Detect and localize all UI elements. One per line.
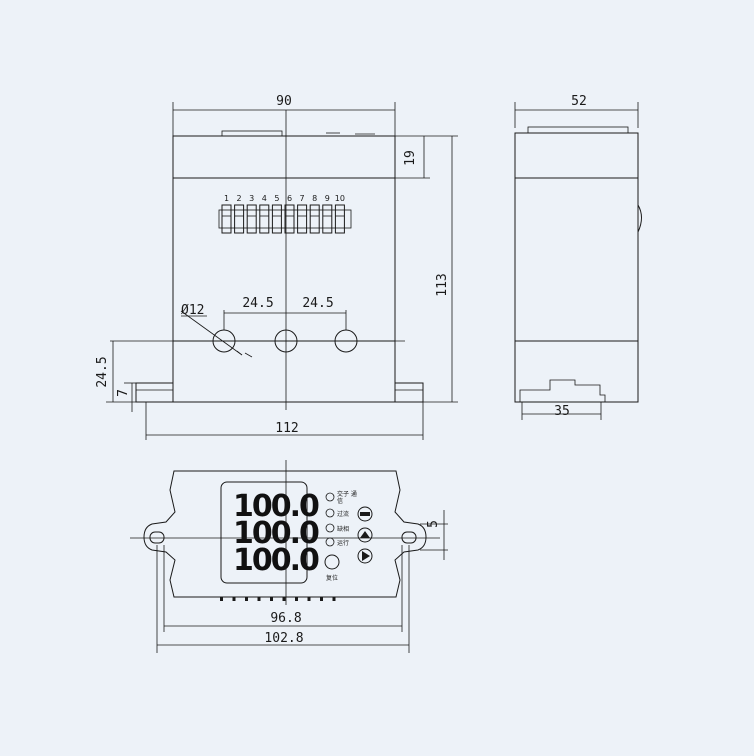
dim-outer-102-8: 102.8 (264, 631, 303, 646)
bottom-tick (220, 597, 223, 601)
dim-base-112: 112 (275, 421, 298, 436)
dim-hole-diameter: Ø12 (181, 303, 204, 318)
bottom-tick (270, 597, 273, 601)
terminal-6 (284, 204, 295, 234)
side-top-plate (527, 126, 629, 134)
led-overcurrent (325, 508, 335, 518)
led-phase-loss (325, 523, 335, 533)
dim-top-19: 19 (403, 150, 418, 166)
menu-button[interactable] (357, 506, 373, 522)
right-foot (394, 382, 424, 403)
terminal-label-8: 8 (312, 194, 317, 203)
side-body (514, 177, 639, 403)
terminal-label-5: 5 (274, 194, 279, 203)
lcd-window (220, 481, 308, 584)
dim-slot-5: 5 (426, 520, 441, 528)
terminal-8 (309, 204, 320, 234)
led-comm (325, 492, 335, 502)
bottom-tick (282, 597, 286, 601)
lcd-line-3: 100.0 (233, 543, 319, 578)
terminal-label-9: 9 (325, 194, 330, 203)
left-foot (135, 382, 174, 403)
led-run (325, 537, 335, 547)
front-top-section (172, 135, 396, 179)
terminal-10 (334, 204, 345, 234)
led-label-run: 运行 (337, 539, 349, 547)
dim-side-35: 35 (554, 404, 570, 419)
terminal-2 (234, 204, 245, 234)
dim-hole-spacing-left: 24.5 (242, 296, 273, 311)
right-slot (401, 531, 417, 544)
front-top-plate (221, 130, 283, 137)
bottom-tick (320, 597, 323, 601)
terminal-block (218, 204, 352, 234)
terminal-4 (259, 204, 270, 234)
terminal-label-1: 1 (224, 194, 229, 203)
terminal-label-7: 7 (300, 194, 305, 203)
bottom-tick (332, 597, 336, 601)
terminal-label-10: 10 (335, 194, 345, 203)
terminal-9 (322, 204, 333, 234)
terminal-1 (221, 204, 232, 234)
front-body (172, 177, 396, 403)
dim-inner-96-8: 96.8 (270, 611, 301, 626)
bottom-view: 100.0 100.0 100.0 交子 通 信 过流 缺相 运行 复位 (130, 460, 448, 653)
bottom-tick (245, 597, 248, 601)
dim-foot-height: 7 (116, 389, 131, 397)
up-button[interactable] (357, 527, 373, 543)
terminal-3 (246, 204, 257, 234)
left-slot (149, 531, 165, 544)
led-label-phase-loss: 缺相 (337, 525, 349, 533)
dim-height-113: 113 (435, 273, 450, 296)
lcd-line-1: 100.0 (233, 489, 319, 524)
reset-label: 复位 (326, 574, 338, 582)
bottom-tick (307, 597, 311, 601)
terminal-7 (297, 204, 308, 234)
bottom-tick (257, 597, 261, 601)
bottom-tick (232, 597, 236, 601)
dim-side-52: 52 (571, 94, 587, 109)
led-label-comm-2: 信 (337, 497, 343, 505)
bottom-terminal-ticks (220, 597, 336, 601)
dim-width-90: 90 (276, 94, 292, 109)
terminal-label-3: 3 (249, 194, 254, 203)
led-label-comm-1: 交子 通 (337, 490, 357, 498)
led-label-overcurrent: 过流 (337, 510, 349, 518)
dim-hole-height: 24.5 (95, 356, 110, 387)
lcd-line-2: 100.0 (233, 516, 319, 551)
reset-button[interactable] (324, 554, 340, 570)
terminal-label-6: 6 (287, 194, 292, 203)
bottom-body-outline (143, 470, 427, 598)
din-clip (519, 379, 606, 403)
terminal-label-4: 4 (262, 194, 267, 203)
side-view: 52 35 (514, 94, 642, 420)
enter-button[interactable] (357, 548, 373, 564)
bottom-tick (295, 597, 298, 601)
side-top-section (514, 132, 639, 179)
terminal-label-2: 2 (237, 194, 242, 203)
terminal-5 (271, 204, 282, 234)
dim-hole-spacing-right: 24.5 (302, 296, 333, 311)
side-knob (637, 204, 642, 233)
